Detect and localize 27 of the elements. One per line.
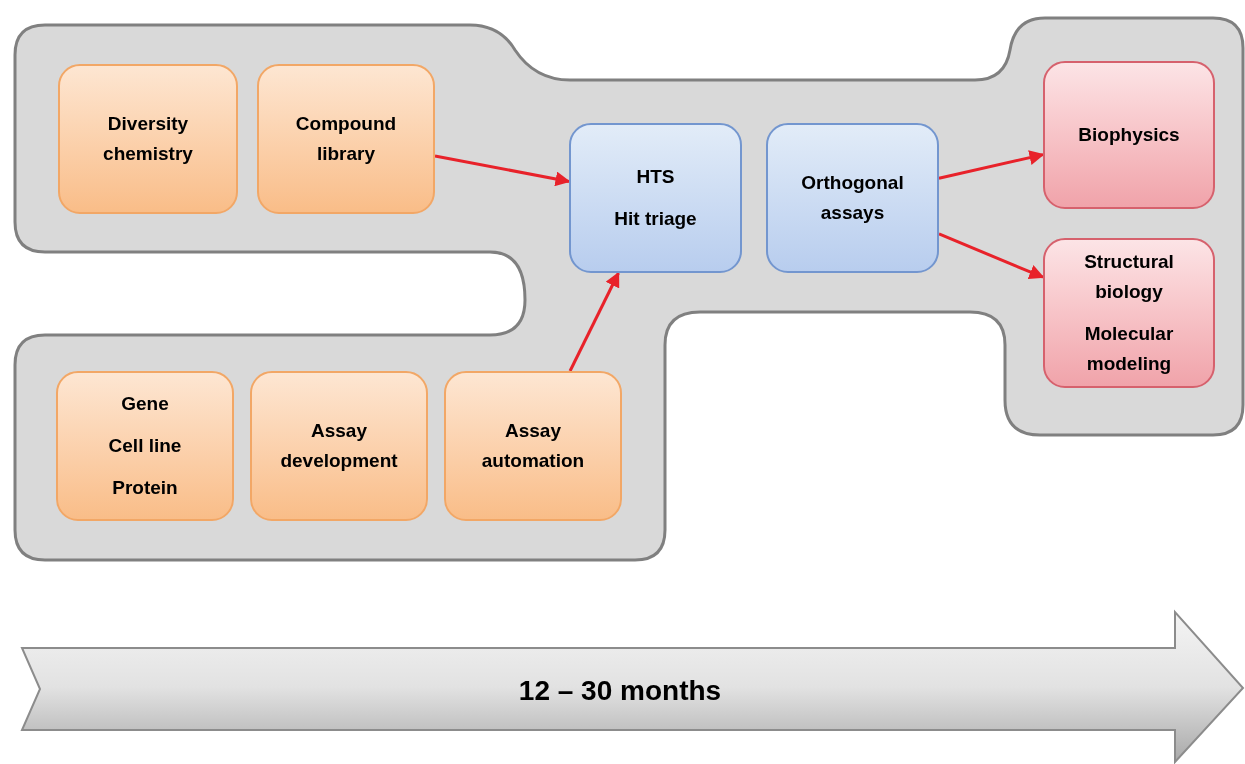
process-box	[58, 64, 238, 214]
process-box	[250, 371, 428, 521]
arrow	[434, 154, 571, 187]
process-box	[257, 64, 435, 214]
box-label: Protein	[112, 476, 178, 500]
box-label: Hit triage	[614, 207, 697, 231]
arrow	[938, 150, 1045, 180]
arrow	[938, 232, 1045, 279]
process-box	[569, 123, 742, 273]
box-label: Biophysics	[1078, 123, 1180, 147]
timeline-label: 12 – 30 months	[517, 674, 723, 708]
process-box	[444, 371, 622, 521]
box-label: Gene	[121, 392, 169, 416]
box-label: Assay automation	[480, 419, 586, 473]
box-label: Molecular modeling	[1083, 322, 1175, 376]
box-label: Orthogonal assays	[800, 171, 905, 225]
box-label: Cell line	[108, 434, 182, 458]
process-box	[1043, 61, 1215, 209]
box-label: Diversity chemistry	[102, 112, 194, 166]
box-label: Compound library	[294, 112, 398, 166]
process-box	[1043, 238, 1215, 388]
process-box	[56, 371, 234, 521]
box-label: HTS	[636, 165, 675, 189]
box-label: Structural biology	[1083, 250, 1175, 304]
arrow	[568, 271, 620, 372]
process-box	[766, 123, 939, 273]
box-label: Assay development	[279, 419, 399, 473]
